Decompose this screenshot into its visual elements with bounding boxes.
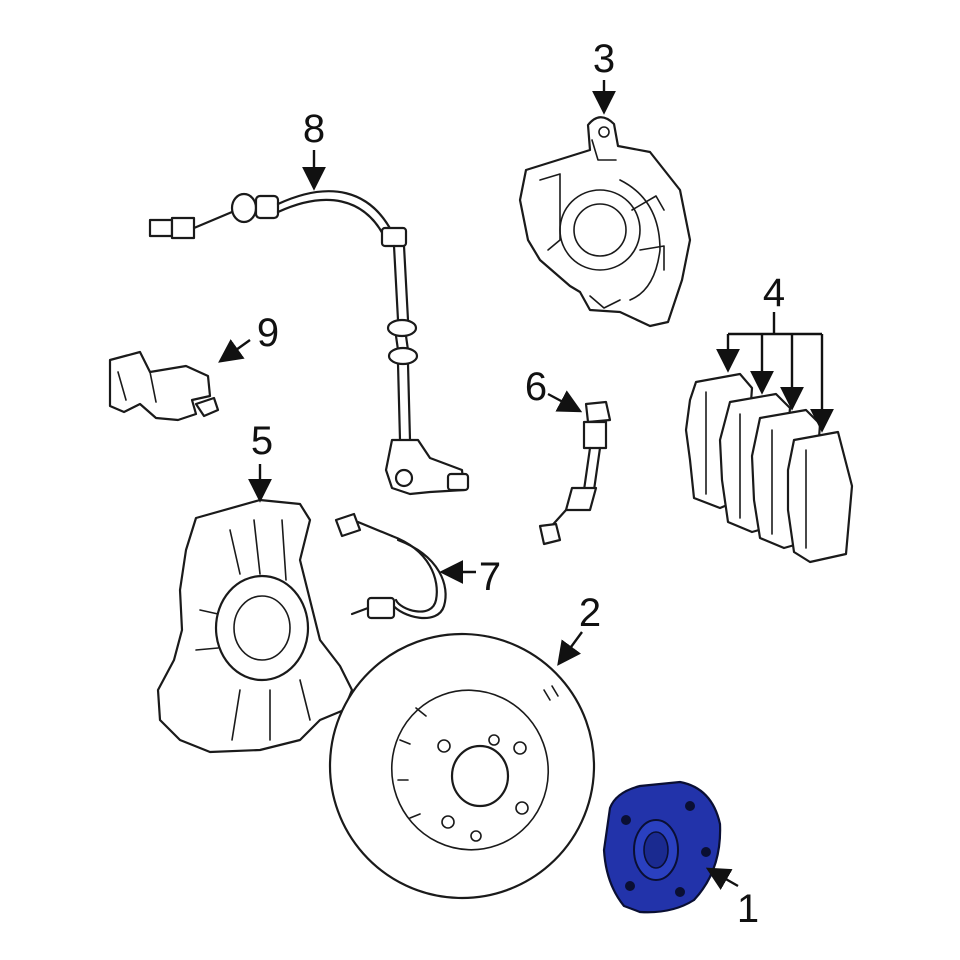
callout-label-4: 4 <box>763 271 785 315</box>
callout-label-3: 3 <box>593 37 615 81</box>
callout-labels: 3 8 9 5 6 7 2 4 1 <box>251 37 785 931</box>
wear-sensor-wire-part <box>334 512 447 620</box>
callout-label-8: 8 <box>303 107 325 151</box>
pad-wear-sensor-part <box>538 400 612 546</box>
leader-4 <box>716 312 834 433</box>
leader-6 <box>547 390 583 413</box>
leader-9 <box>218 339 251 363</box>
splash-shield-part <box>156 498 354 754</box>
callout-label-7: 7 <box>479 555 501 599</box>
brake-rotor-part <box>328 632 596 900</box>
leader-1 <box>705 867 739 890</box>
callout-label-1: 1 <box>737 887 759 931</box>
brake-caliper-part <box>518 116 692 328</box>
callout-label-6: 6 <box>525 365 547 409</box>
callout-label-5: 5 <box>251 419 273 463</box>
leader-2 <box>557 631 583 666</box>
abs-sensor-cable-part <box>148 190 470 496</box>
callout-label-2: 2 <box>579 591 601 635</box>
wheel-hub-part <box>602 780 722 914</box>
bracket-part <box>108 350 220 422</box>
brake-pads-part <box>684 372 854 564</box>
leader-lines <box>218 80 834 890</box>
callout-label-9: 9 <box>257 311 279 355</box>
